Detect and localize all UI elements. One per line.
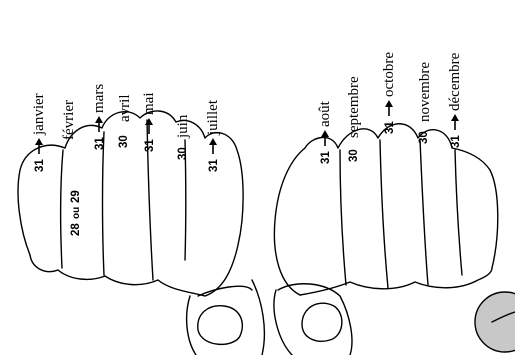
left-thumbnail xyxy=(198,306,243,345)
arrowhead-aout xyxy=(321,130,329,137)
month-janvier: janvier xyxy=(31,93,47,136)
left-fist-bottom xyxy=(30,255,205,296)
arrowhead-janvier xyxy=(35,138,43,145)
month-juillet: juillet xyxy=(205,99,221,136)
corner-badge xyxy=(475,292,515,352)
label-fevrier-month: février xyxy=(61,100,77,140)
label-septembre: 30 xyxy=(348,149,360,162)
right-fist xyxy=(274,124,515,355)
left-fist-outline xyxy=(18,111,243,296)
days-fevrier: 28 xyxy=(70,223,82,236)
days-decembre: 31 xyxy=(450,135,462,148)
days-novembre: 30 xyxy=(418,131,430,144)
label-mai: 31 mai xyxy=(141,93,157,153)
label-septembre-month: septembre xyxy=(346,76,362,138)
arrowhead-decembre xyxy=(451,114,459,121)
month-aout: août xyxy=(317,100,333,127)
month-decembre: décembre xyxy=(447,52,463,111)
month-avril: avril xyxy=(117,95,133,123)
days-octobre: 31 xyxy=(384,121,396,134)
right-thumb xyxy=(274,284,352,355)
arrowhead-mai xyxy=(145,118,153,125)
label-juillet: 31 juillet xyxy=(205,99,221,172)
days-juillet: 31 xyxy=(208,159,220,172)
arrowhead-mars xyxy=(95,116,103,123)
days-juin: 30 xyxy=(177,147,189,160)
label-janvier: 31 janvier xyxy=(31,93,47,172)
days-mars: 31 xyxy=(94,137,106,150)
month-novembre: novembre xyxy=(417,62,433,122)
label-juin: 30 xyxy=(177,147,189,160)
label-fevrier: 28 ou 29 xyxy=(70,190,82,236)
month-juin: juin xyxy=(175,114,191,139)
label-mars: 31 mars xyxy=(91,84,107,150)
arrowhead-juillet xyxy=(209,138,217,145)
label-aout: 31 août xyxy=(317,100,333,164)
left-finger-line-1 xyxy=(61,150,63,268)
label-octobre: 31 octobre xyxy=(381,52,397,134)
label-decembre: 31 décembre xyxy=(447,52,463,148)
arrowhead-octobre xyxy=(385,100,393,107)
month-mars: mars xyxy=(91,84,107,113)
label-novembre: 30 xyxy=(418,131,430,144)
or-fevrier: ou xyxy=(71,207,82,219)
month-mai: mai xyxy=(141,93,157,116)
right-finger-line-1 xyxy=(340,150,346,285)
month-fevrier: février xyxy=(61,100,77,140)
label-avril-month: avril xyxy=(117,95,133,123)
label-avril: 30 xyxy=(118,135,130,148)
days-avril: 30 xyxy=(118,135,130,148)
left-fist xyxy=(18,111,264,355)
right-thumbnail xyxy=(302,303,342,341)
days-janvier: 31 xyxy=(34,159,46,172)
days-aout: 31 xyxy=(320,151,332,164)
label-juin-month: juin xyxy=(175,114,191,139)
month-octobre: octobre xyxy=(381,52,397,97)
month-septembre: septembre xyxy=(346,76,362,138)
days2-fevrier: 29 xyxy=(70,190,82,203)
right-finger-line-3 xyxy=(420,140,428,285)
days-mai: 31 xyxy=(144,139,156,152)
right-fist-bottom xyxy=(300,268,492,295)
days-septembre: 30 xyxy=(348,149,360,162)
right-finger-line-2 xyxy=(380,140,388,288)
label-novembre-month: novembre xyxy=(417,62,433,122)
left-finger-line-2 xyxy=(103,132,105,275)
right-finger-line-4 xyxy=(455,150,462,275)
